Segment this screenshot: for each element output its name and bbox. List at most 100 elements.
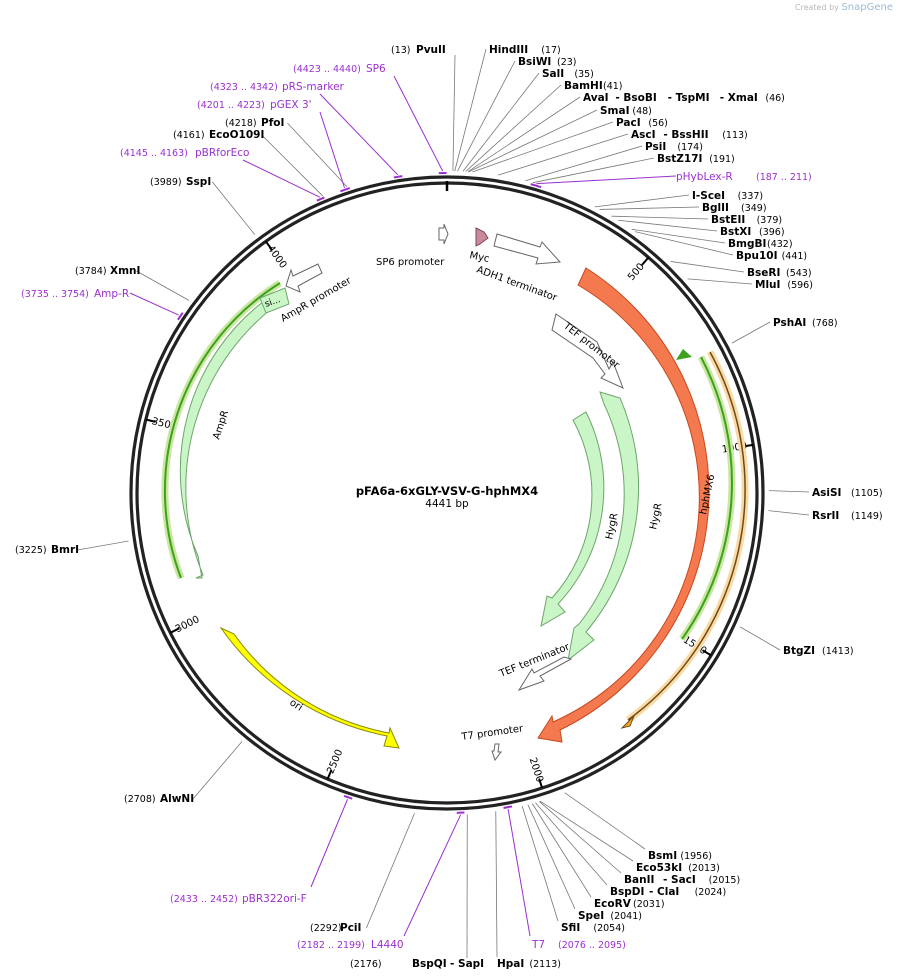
site-name: I-SceI	[692, 190, 725, 202]
site-name: XmnI	[110, 265, 140, 277]
tick-mark	[145, 418, 156, 423]
site-position: (56)	[648, 118, 668, 129]
site-name: Bpu10I	[736, 250, 778, 262]
orf-line-green	[681, 356, 733, 640]
primer-marker	[503, 805, 513, 809]
primer-marker	[177, 312, 184, 321]
primer-position: (4323 .. 4342)	[210, 82, 278, 93]
site-position: (379)	[757, 215, 783, 226]
site-leader-line	[531, 803, 592, 898]
tick-mark	[326, 769, 333, 780]
site-position: (2041)	[610, 911, 642, 922]
site-leader-line	[631, 228, 726, 244]
site-position: (35)	[574, 69, 594, 80]
tef-promoter-arrow	[551, 313, 624, 389]
site-position: (41)	[603, 81, 623, 92]
primer-position: (4423 .. 4440)	[293, 64, 361, 75]
site-name: EcoO109I	[209, 129, 264, 141]
site-position: (432)	[767, 239, 793, 250]
primer-position: (4201 .. 4223)	[197, 100, 265, 111]
site-position: (543)	[786, 268, 812, 279]
site-position: (4161)	[173, 130, 205, 141]
hygr-inner-arrow	[540, 411, 605, 627]
site-leader-line	[462, 72, 540, 172]
site-name: BspDI	[610, 886, 644, 898]
primer-leader-line	[242, 159, 321, 198]
primer-name: L4440	[371, 939, 404, 951]
ori-arrow	[219, 626, 400, 749]
myc-arrow	[475, 227, 489, 247]
site-position: (1105)	[851, 488, 883, 499]
site-leader-line	[521, 805, 559, 922]
tick-mark	[702, 649, 712, 657]
site-leader-line	[498, 133, 629, 176]
site-position: (13)	[391, 45, 411, 56]
site-leader-line	[594, 194, 690, 208]
tick-label: 3000	[174, 614, 202, 635]
site-leader-line	[467, 96, 581, 173]
site-name: MluI	[755, 279, 780, 291]
hygr-inner-label: HygR	[604, 512, 620, 540]
primer-position: (2182 .. 2199)	[297, 940, 365, 951]
primer-name: pGEX 3'	[270, 99, 312, 111]
backbone-outer	[129, 175, 765, 811]
site-leader-line	[527, 804, 576, 910]
site-name: BsmI	[648, 850, 677, 862]
orf-line-orange	[627, 351, 746, 721]
site-position: (17)	[541, 45, 561, 56]
primer-leader-line	[507, 809, 531, 937]
site-leader-line	[454, 48, 487, 172]
primer-position: (187 .. 211)	[756, 172, 812, 183]
site-leader-line	[457, 60, 516, 172]
credit-prefix: Created by	[794, 3, 839, 12]
site-name: AsiSI	[812, 487, 841, 499]
site-leader-line	[261, 134, 324, 197]
adh1-label: ADH1 terminator	[475, 264, 559, 304]
primer-leader-line	[393, 75, 444, 172]
site-name: BmrI	[51, 544, 79, 556]
site-leader-line	[495, 811, 498, 958]
site-leader-line	[192, 741, 243, 800]
tick-label: 4000	[265, 244, 289, 271]
site-name: BstEII	[711, 214, 745, 226]
snapgene-credit: Created by SnapGene	[795, 2, 893, 13]
site-name: - SapI	[450, 958, 484, 970]
site-position: (396)	[759, 227, 785, 238]
primer-leader-line	[319, 93, 399, 176]
site-leader-line	[539, 800, 634, 862]
site-name: AscI	[631, 129, 656, 141]
primer-leader-line	[403, 814, 462, 937]
site-position: (441)	[782, 251, 808, 262]
site-name: BamHI	[564, 80, 603, 92]
site-name: RsrII	[812, 510, 839, 522]
site-position: (1413)	[822, 646, 854, 657]
site-name: SpeI	[578, 910, 604, 922]
site-position: (2015)	[709, 875, 741, 886]
site-leader-line	[452, 54, 456, 172]
site-name: BanII	[624, 874, 654, 886]
site-leader-line	[465, 84, 562, 172]
site-leader-line	[768, 490, 810, 493]
site-name: Eco53kI	[636, 862, 682, 874]
site-leader-line	[472, 121, 614, 173]
site-leader-line	[687, 278, 753, 285]
site-position: (23)	[557, 57, 577, 68]
site-position: (48)	[632, 106, 652, 117]
primer-name: T7	[531, 939, 545, 951]
site-position: (46)	[765, 93, 785, 104]
sp6-promoter-label: SP6 promoter	[376, 257, 445, 268]
primer-name: Amp-R	[94, 288, 129, 300]
tick-label: 500	[626, 261, 647, 283]
site-name: PsiI	[645, 141, 666, 153]
site-leader-line	[731, 321, 771, 344]
site-name: BseRI	[747, 267, 780, 279]
site-leader-line	[136, 270, 190, 301]
site-position: (2292)	[310, 923, 342, 934]
site-leader-line	[618, 219, 718, 232]
site-name: AvaI	[583, 92, 609, 104]
site-leader-line	[670, 261, 745, 273]
site-leader-line	[739, 626, 781, 651]
plasmid-size: 4441 bp	[425, 498, 469, 510]
site-position: (3989)	[150, 177, 182, 188]
t7-promoter-label: T7 promoter	[460, 723, 525, 743]
